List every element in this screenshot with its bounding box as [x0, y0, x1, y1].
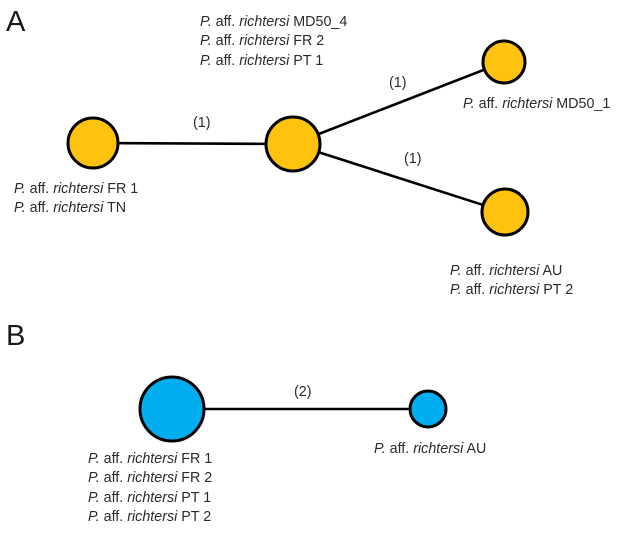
taxon-label: P. aff. richtersi PT 1 [88, 489, 212, 506]
nodes-layer [66, 39, 530, 443]
edge-a-center-upper [316, 67, 487, 136]
taxon-label: P. aff. richtersi MD50_4 [200, 14, 348, 30]
node-b-left [138, 375, 206, 443]
node-a-lower-right [480, 187, 530, 237]
node-a-upper-right [481, 39, 527, 85]
edge-a-center-lower-mutation-label: (1) [404, 151, 422, 167]
edges-layer [116, 67, 487, 411]
label-a-upper-right-node: P. aff. richtersi MD50_1 [463, 95, 610, 114]
taxon-label: P. aff. richtersi FR 1 [14, 181, 139, 197]
taxon-label: P. aff. richtersi FR 2 [88, 470, 213, 487]
panel-letter-b: B [6, 320, 26, 352]
label-a-center-node: P. aff. richtersi MD50_4 P. aff. richters… [200, 13, 347, 71]
panel-letter-a: A [6, 6, 26, 38]
taxon-label: P. aff. richtersi PT 2 [88, 509, 212, 526]
label-b-left-node: P. aff. richtersi FR 1 P. aff. richtersi … [88, 450, 212, 528]
taxon-label: P. aff. richtersi FR 2 [200, 33, 325, 50]
label-b-right-node: P. aff. richtersi AU [374, 440, 486, 459]
label-a-left-node: P. aff. richtersi FR 1 P. aff. richtersi … [14, 180, 138, 219]
node-b-right [408, 389, 448, 429]
edge-b-left-right-mutation-label: (2) [294, 384, 312, 400]
taxon-label: P. aff. richtersi FR 1 [88, 451, 213, 467]
edge-a-center-upper-mutation-label: (1) [389, 75, 407, 91]
taxon-label: P. aff. richtersi AU [450, 263, 563, 279]
node-a-left [66, 116, 120, 170]
taxon-label: P. aff. richtersi MD50_1 [463, 96, 611, 112]
edge-a-left-center [116, 141, 268, 146]
label-a-lower-right-node: P. aff. richtersi AU P. aff. richtersi PT… [450, 262, 573, 301]
taxon-label: P. aff. richtersi AU [374, 441, 487, 457]
edge-a-center-lower [316, 150, 485, 207]
taxon-label: P. aff. richtersi PT 1 [200, 52, 324, 69]
taxon-label: P. aff. richtersi TN [14, 200, 127, 217]
taxon-label: P. aff. richtersi PT 2 [450, 282, 574, 299]
node-a-center [264, 115, 322, 173]
edge-a-left-center-mutation-label: (1) [193, 115, 211, 131]
